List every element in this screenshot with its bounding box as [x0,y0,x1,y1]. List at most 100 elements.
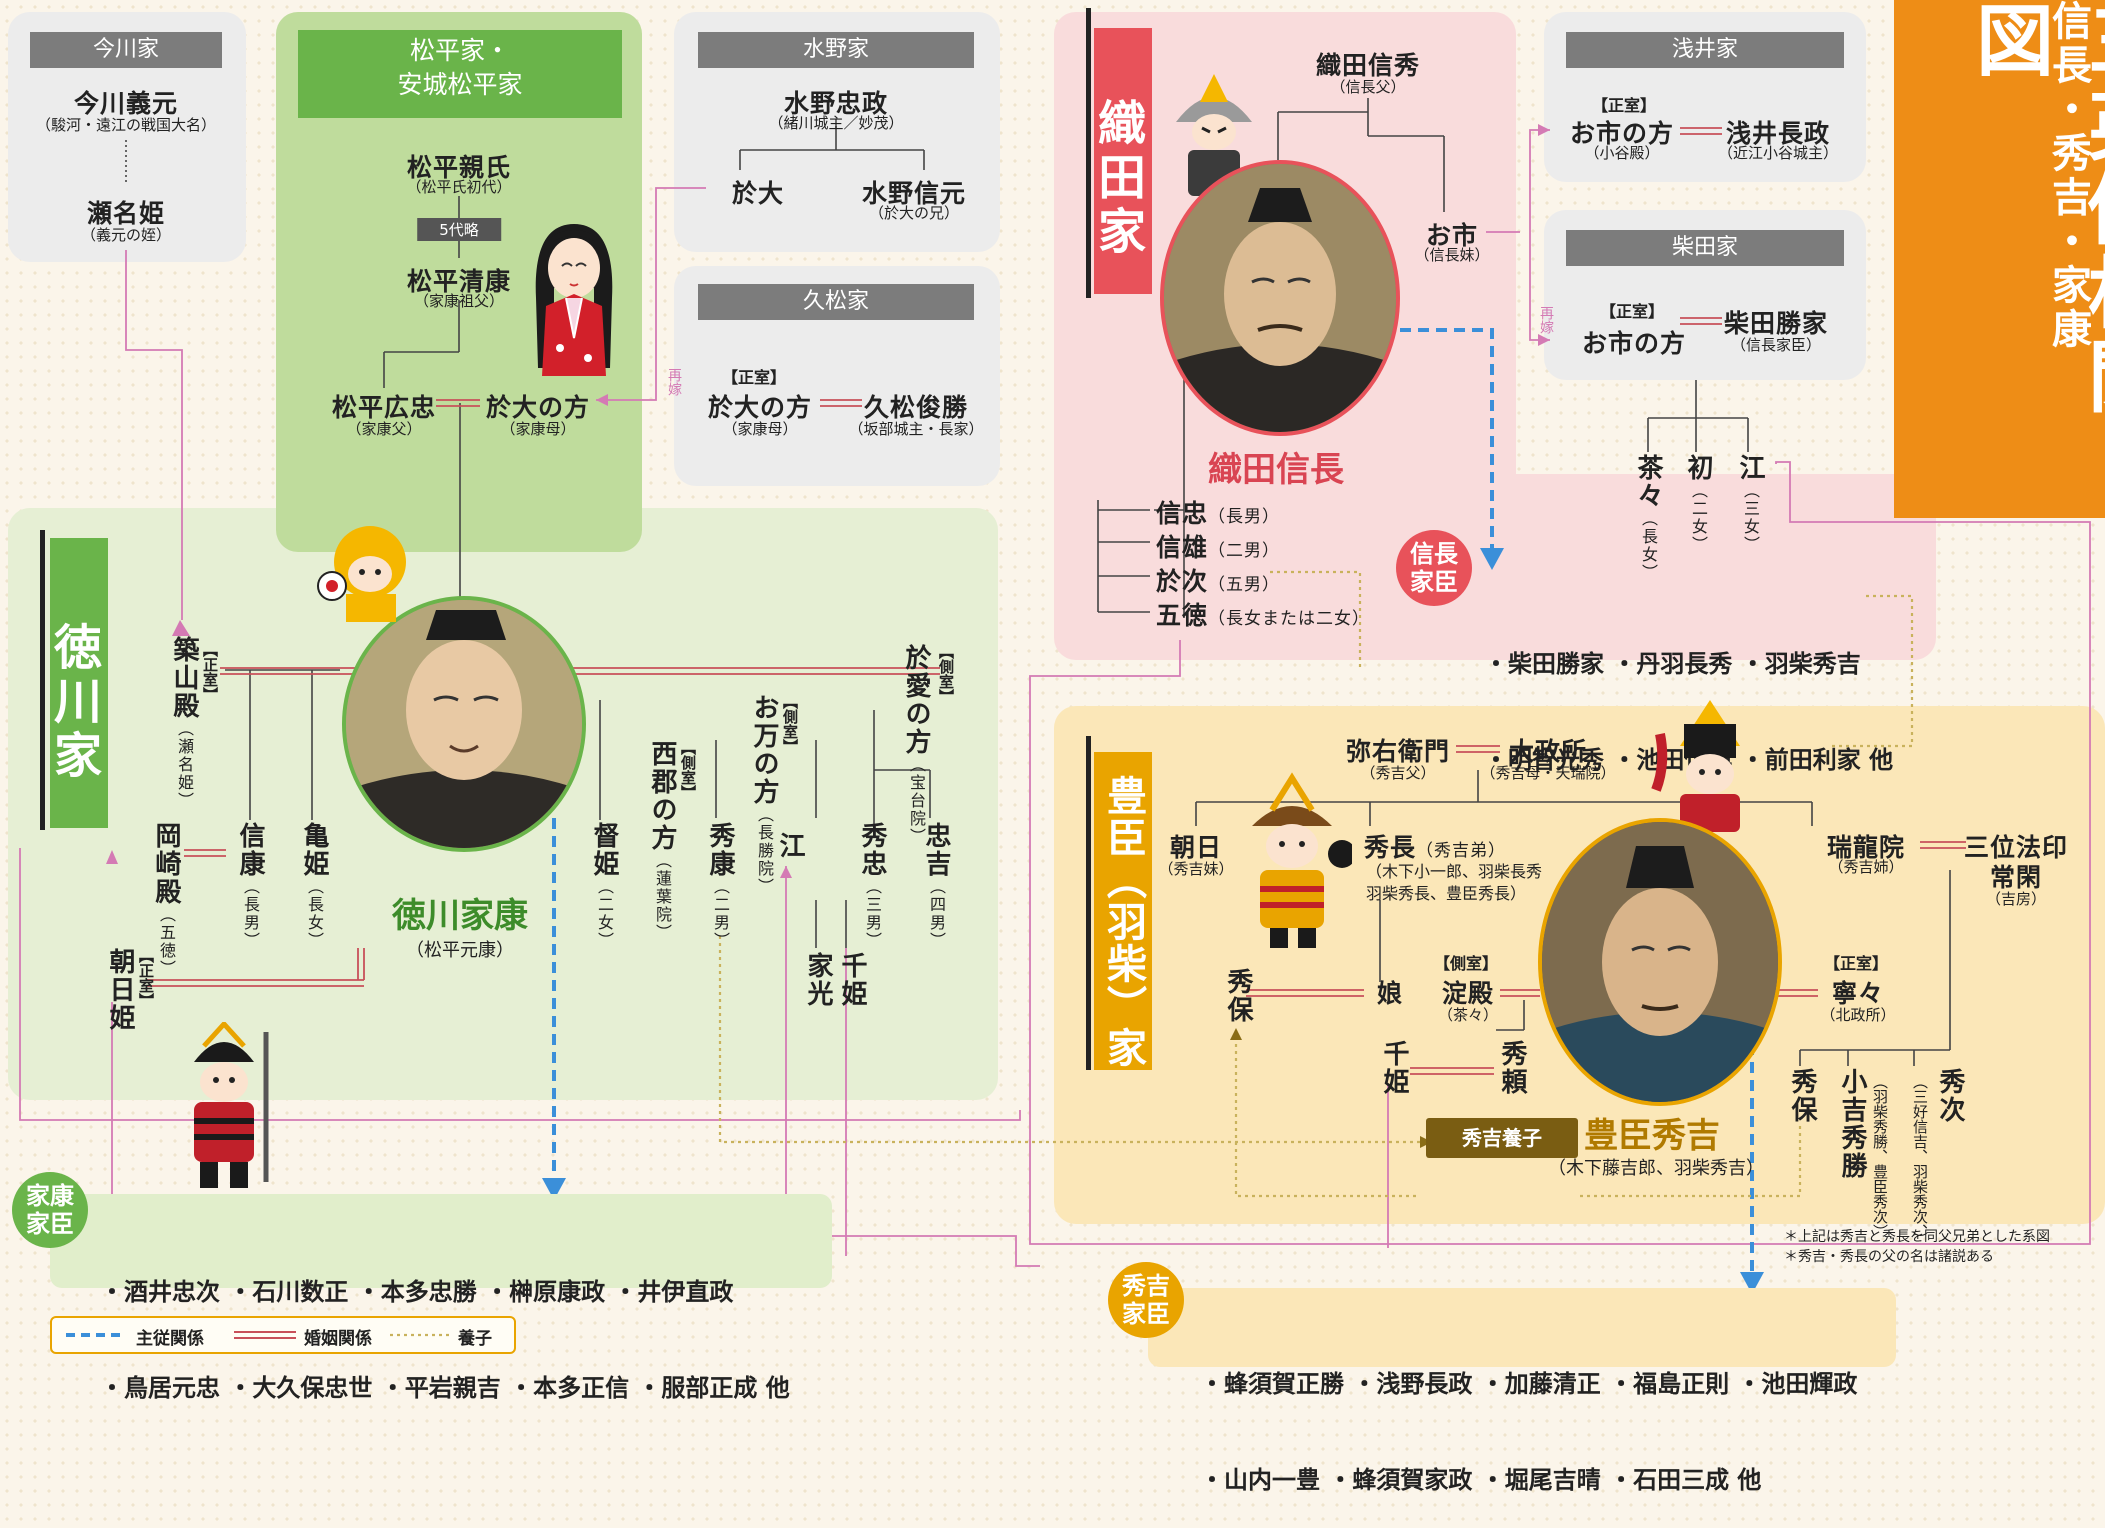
toyotomi-omandokoro-note: （秀吉母・天瑞院） [1480,764,1616,782]
oda-child-2-name: 信雄 [1156,533,1209,562]
toyotomi-hideyasu2: 秀保 [1787,1068,1817,1124]
oda-child-1-note: （長男） [1208,507,1281,527]
matsudaira-chikauji: 松平親氏 [406,153,512,182]
toyotomi-kobayakawa-note: （羽柴秀勝、豊臣秀次） [1871,1074,1889,1239]
shibata-hatsu-name: 初 [1683,454,1713,482]
hidenaga-mascot [1252,772,1352,948]
hisamatsu-header: 久松家 [698,284,974,320]
oda-portrait-frame [1160,160,1400,436]
tokugawa-nishigori: 西郡の方（蓮葉院） [644,740,681,942]
tokugawa-name-sub: （松平元康） [406,940,514,961]
tokugawa-tsukiyama-note: （瀬名姫） [175,720,194,810]
ieyasu-retainers-line1: ・酒井忠次 ・石川数正 ・本多忠勝 ・榊原康政 ・井伊直政 [100,1278,734,1306]
ieyasu-mascot [317,526,406,622]
tokugawa-asahi: 朝日姫 [105,948,135,1032]
hideyoshi-retainers-label: 秀吉家臣 [1122,1271,1170,1328]
matsudaira-hirotada-note: （家康父） [346,420,422,438]
shibata-go-note: （三女） [1741,482,1760,554]
toyotomi-yaemon: 弥右衛門 [1345,737,1451,766]
tokugawa-tsukiyama-tag: 【正室】 [201,642,219,702]
tokugawa-hidetada-name: 秀忠 [857,822,887,878]
matsudaira-kiyoyasu-note: （家康祖父） [413,292,505,310]
shibata-hatsu: 初（二女） [1680,454,1717,554]
ieyasu-retainers-line2: ・鳥居元忠 ・大久保忠世 ・平岩親吉 ・本多正信 ・服部正成 他 [100,1374,790,1402]
tokugawa-oai-name: 於愛の方 [901,644,931,756]
hideyoshi-retainers-line1: ・蜂須賀正勝 ・浅野長政 ・加藤清正 ・福島正則 ・池田輝政 [1200,1370,1858,1398]
toyotomi-nene-note: （北政所） [1820,1006,1896,1024]
toyotomi-sanmi-note: （吉房） [1985,890,2047,908]
note-2: ＊秀吉・秀長の父の名は諸説ある [1784,1249,1994,1265]
tokugawa-nobuyasu-name: 信康 [235,822,265,878]
oda-nobuhide-note: （信長父） [1330,78,1406,96]
mizuno-odai: 於大 [731,179,785,208]
ieyasu-retainers-label: 家康家臣 [26,1181,74,1238]
shibata-header: 柴田家 [1566,230,1844,266]
mizuno-nobumoto: 水野信元 [861,179,967,208]
matsudaira-gen: 5代略 [417,218,501,241]
hideyoshi-retainers-box [1148,1288,1896,1367]
tokugawa-hidetada-note: （三男） [863,878,882,950]
oda-oichi-note: （信長妹） [1414,246,1490,264]
legend-marriage: 婚姻関係 [304,1329,372,1349]
azai-nagamasa: 浅井長政 [1725,119,1831,148]
toyotomi-asahi-note: （秀吉妹） [1158,860,1234,878]
note-1: ＊上記は秀吉と秀長を同父兄弟とした系図 [1784,1229,2050,1245]
tokugawa-nobuyasu: 信康（長男） [232,822,269,950]
oda-child-1: 信忠（長男） [1156,494,1280,530]
tokugawa-kamehime-note: （長女） [305,878,324,950]
nobunaga-retainers-label: 信長家臣 [1410,539,1458,596]
azai-saika: 再嫁 [1538,306,1554,334]
tokugawa-pole [40,530,45,830]
tokugawa-okazaki-name: 岡崎殿 [151,822,181,906]
tokugawa-tadayoshi-name: 忠吉 [921,822,951,878]
tokugawa-senhime: 千姫 [837,952,867,1008]
matsudaira-header: 松平家・ 安城松平家 [298,30,622,118]
toyotomi-hidenaga-note2: （木下小一郎、羽柴長秀 [1366,862,1543,881]
tokugawa-tokuhime-note: （二女） [595,878,614,950]
nobunaga-retainers-badge: 信長家臣 [1396,530,1472,606]
tokugawa-tokuhime-name: 督姫 [589,822,619,878]
azai-oichi: お市の方 [1569,119,1675,148]
hisamatsu-seishitsu: 【正室】 [722,368,787,387]
hisamatsu-saika: 再嫁 [666,368,682,396]
oda-child-4-note: （長女または二女） [1208,609,1371,629]
tokugawa-hideyasu: 秀康（二男） [702,822,739,950]
toyotomi-yoshi-badge: 秀吉養子 [1426,1118,1578,1158]
matsudaira-header-l2: 安城松平家 [397,70,523,99]
shibata-chacha-name: 茶々 [1633,454,1663,510]
imagawa-yoshimoto: 今川義元 [73,89,179,118]
hisamatsu-odai-note: （家康母） [722,420,798,438]
tokugawa-okazaki-note: （五徳） [157,906,176,978]
toyotomi-yaemon-note: （秀吉父） [1360,764,1436,782]
toyotomi-musume: 娘 [1376,979,1404,1008]
tokugawa-tadayoshi: 忠吉（四男） [918,822,955,950]
toyotomi-senhime: 千姫 [1379,1040,1409,1096]
imagawa-header: 今川家 [30,32,222,68]
tokugawa-nobuyasu-note: （長男） [241,878,260,950]
tokugawa-asahi-tag: 【正室】 [137,948,155,1008]
legend-adopt: 養子 [458,1329,492,1349]
tokugawa-tokuhime: 督姫（二女） [586,822,623,950]
legend-master: 主従関係 [136,1329,204,1349]
matsudaira-kiyoyasu: 松平清康 [406,267,512,296]
shibata-chacha: 茶々（長女） [1630,454,1667,582]
matsudaira-chikauji-note: （松平氏初代） [406,178,512,196]
tokugawa-name: 徳川家康 [392,896,528,936]
toyotomi-banner: 豊臣（羽柴）家 [1094,752,1152,1070]
title-sub: 信長・秀吉・家康 [2045,0,2091,352]
nobunaga-retainers-line1: ・柴田勝家 ・丹羽長秀 ・羽柴秀吉 [1484,650,1861,678]
shibata-katsuie: 柴田勝家 [1723,309,1829,338]
shibata-go: 江（三女） [1732,454,1769,554]
oda-nobuhide: 織田信秀 [1315,51,1421,80]
tokugawa-kamehime: 亀姫（長女） [296,822,333,950]
nobunaga-retainers-list: ・柴田勝家 ・丹羽長秀 ・羽柴秀吉 ・明智光秀 ・池田恒興 ・前田利家 他 [1484,584,1893,808]
shibata-chacha-note: （長女） [1639,510,1658,582]
toyotomi-yodo-note: （茶々） [1437,1006,1499,1024]
hideyoshi-portrait [1542,822,1778,1102]
toyotomi-name-sub: （木下藤吉郎、羽柴秀吉） [1548,1158,1764,1179]
tokugawa-oai-note: （宝台院） [907,756,926,846]
oda-pole [1086,8,1091,298]
nobunaga-portrait [1164,164,1396,432]
tokugawa-okazaki: 岡崎殿（五徳） [148,822,185,978]
oda-banner: 織田家 [1089,28,1152,294]
